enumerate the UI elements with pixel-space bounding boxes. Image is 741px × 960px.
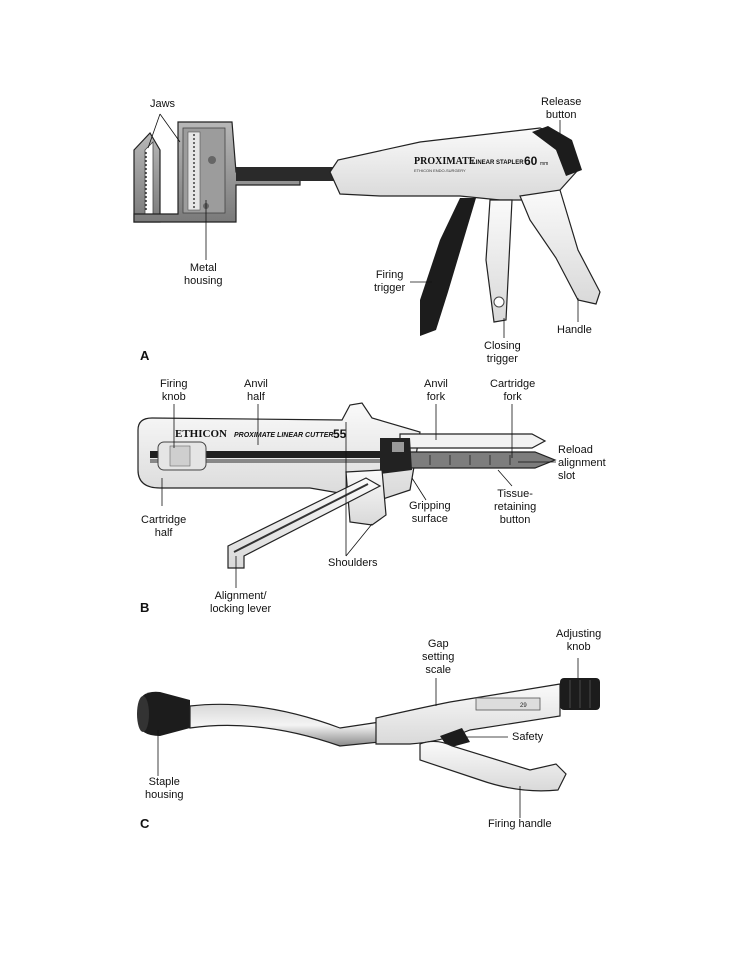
label-adjusting-knob: Adjusting knob xyxy=(556,628,601,654)
label-tissue-retaining-button: Tissue- retaining button xyxy=(494,488,536,527)
label-gap-setting-scale: Gap setting scale xyxy=(422,638,454,677)
label-handle: Handle xyxy=(557,324,592,336)
leader-lines-b xyxy=(161,404,556,588)
linear-cutter-illustration: ETHICON PROXIMATE LINEAR CUTTER 55 xyxy=(137,402,557,569)
device-size-a: 60 xyxy=(524,154,538,168)
label-gripping-line2: surface xyxy=(411,513,448,525)
safety-shape xyxy=(440,728,470,748)
label-firing-trigger-line2: trigger xyxy=(374,282,406,294)
device-model-b: PROXIMATE LINEAR CUTTER xyxy=(234,432,333,439)
circular-stapler-illustration: 29 xyxy=(137,678,600,792)
device-size-b: 55 xyxy=(333,427,347,441)
label-tissue-line2: retaining xyxy=(494,501,537,513)
label-release-button-line2: button xyxy=(545,109,577,121)
label-gripping-line1: Gripping xyxy=(409,500,451,512)
label-safety: Safety xyxy=(512,731,544,743)
label-staple-housing: Staple housing xyxy=(145,776,184,802)
label-cartridge-half-line1: Cartridge xyxy=(141,514,187,526)
cartridge-fork-shape xyxy=(404,451,557,469)
firing-trigger-shape xyxy=(420,198,476,336)
label-release-button-line1: Release xyxy=(541,96,582,108)
label-reload-line1: Reload xyxy=(558,444,593,456)
label-anvil-fork-line2: fork xyxy=(426,391,446,403)
leader-lines-a xyxy=(147,113,579,338)
panel-letter-c: C xyxy=(140,816,150,831)
label-firing-trigger: Firing trigger xyxy=(374,269,405,295)
label-jaws: Jaws xyxy=(150,98,176,110)
label-cartridge-half-line2: half xyxy=(154,527,173,539)
curved-shaft xyxy=(189,703,381,747)
label-gripping-surface: Gripping surface xyxy=(409,500,451,526)
label-reload-line2: alignment xyxy=(558,457,606,469)
label-adjusting-line1: Adjusting xyxy=(556,628,602,640)
label-alignment-line1: Alignment/ xyxy=(214,590,267,602)
leader-lines-c xyxy=(157,658,579,818)
label-staple-line2: housing xyxy=(145,789,184,801)
label-release-button: Release button xyxy=(541,96,581,122)
closing-trigger-shape xyxy=(485,199,513,323)
panel-letter-a: A xyxy=(140,348,150,363)
label-metal-housing-line1: Metal xyxy=(189,262,217,274)
label-firing-knob-line2: knob xyxy=(161,391,186,403)
label-gap-line3: scale xyxy=(425,664,452,676)
staple-housing-shape xyxy=(138,691,190,736)
label-metal-housing: Metal housing xyxy=(184,262,223,288)
gap-scale-window xyxy=(475,697,541,711)
label-cartridge-fork-line2: fork xyxy=(503,391,522,403)
label-firing-knob-line1: Firing xyxy=(160,378,188,390)
label-anvil-half-line1: Anvil xyxy=(244,378,268,390)
label-anvil-half-line2: half xyxy=(247,391,265,403)
label-tissue-line3: button xyxy=(499,514,531,526)
label-adjusting-line2: knob xyxy=(566,641,591,653)
label-reload-line3: slot xyxy=(558,470,576,482)
label-staple-line1: Staple xyxy=(148,776,180,788)
label-cartridge-half: Cartridge half xyxy=(141,514,186,540)
release-button-shape xyxy=(532,126,582,176)
label-firing-knob: Firing knob xyxy=(160,378,188,404)
device-maker-a: ETHICON ENDO-SURGERY xyxy=(414,168,466,173)
label-tissue-line1: Tissue- xyxy=(497,488,533,500)
label-cartridge-fork-line1: Cartridge xyxy=(490,378,536,390)
label-metal-housing-line2: housing xyxy=(184,275,223,287)
handle-shape xyxy=(519,189,601,305)
label-cartridge-fork: Cartridge fork xyxy=(490,378,535,404)
label-anvil-fork: Anvil fork xyxy=(424,378,448,404)
firing-handle-shape xyxy=(419,740,567,792)
label-firing-trigger-line1: Firing xyxy=(375,269,404,281)
linear-stapler-illustration: PROXIMATE LINEAR STAPLER ETHICON ENDO-SU… xyxy=(133,121,601,336)
label-gap-line1: Gap xyxy=(427,638,449,650)
label-firing-handle: Firing handle xyxy=(488,818,552,830)
device-scale-c: 29 xyxy=(520,703,527,709)
label-closing-trigger-line1: Closing xyxy=(484,340,521,352)
label-closing-trigger: Closing trigger xyxy=(484,340,521,366)
label-alignment-line2: locking lever xyxy=(210,603,272,615)
label-shoulders: Shoulders xyxy=(328,557,378,569)
label-gap-line2: setting xyxy=(422,651,455,663)
panel-letter-b: B xyxy=(140,600,150,615)
alignment-lever-shape xyxy=(227,477,382,569)
device-unit-a: mm xyxy=(540,161,548,167)
label-closing-trigger-line2: trigger xyxy=(486,353,518,365)
label-anvil-fork-line1: Anvil xyxy=(424,378,448,390)
label-alignment-locking-lever: Alignment/ locking lever xyxy=(210,590,271,616)
device-model-a: LINEAR STAPLER xyxy=(472,160,524,166)
stapler-shaft xyxy=(236,167,340,181)
device-brand-b: ETHICON xyxy=(175,428,227,440)
anvil-fork-shape xyxy=(399,433,547,449)
label-reload-alignment-slot: Reload alignment slot xyxy=(558,444,606,483)
device-brand-a: PROXIMATE xyxy=(414,156,476,167)
label-anvil-half: Anvil half xyxy=(244,378,268,404)
